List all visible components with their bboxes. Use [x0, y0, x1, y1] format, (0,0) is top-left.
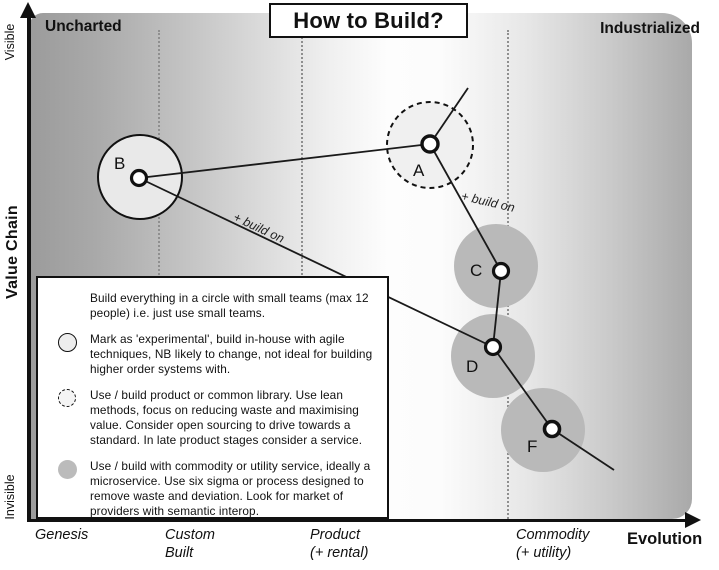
page-title: How to Build? [293, 7, 444, 33]
node-A-label: A [413, 161, 425, 180]
node-D-dot [483, 337, 503, 357]
stage-label-line: Genesis [35, 527, 89, 543]
visible-label: Visible [3, 23, 17, 61]
legend-icon-cell [44, 332, 90, 377]
edge-D-F [492, 346, 553, 430]
node-B-label: B [114, 154, 126, 173]
edge-A-stub [429, 87, 469, 145]
legend-item-text: Use / build with commodity or utility se… [90, 459, 371, 518]
node-F-dot [542, 419, 562, 439]
value-chain-axis [27, 16, 31, 521]
evolution-axis [27, 518, 687, 522]
dashed-circle-icon [58, 389, 76, 407]
node-dots [129, 134, 562, 439]
legend-item-product-library: Use / build product or common library. U… [44, 388, 379, 448]
region-label-industrialized: Industrialized [600, 20, 700, 37]
legend-icon-cell [44, 388, 90, 448]
node-F-label: F [527, 437, 538, 456]
legend-icon-cell [44, 291, 90, 321]
legend-item-experimental: Mark as 'experimental', build in-house w… [44, 332, 379, 377]
node-A-dot [420, 134, 440, 154]
stage-label-commodity: Commodity (+ utility) [516, 527, 589, 562]
stage-label-line: (+ rental) [310, 544, 369, 561]
legend-item-text: Use / build product or common library. U… [90, 388, 363, 447]
value-chain-label: Value Chain [4, 205, 21, 299]
legend-item-small-teams: Build everything in a circle with small … [44, 291, 379, 321]
invisible-label: Invisible [3, 474, 17, 520]
legend-item-text: Build everything in a circle with small … [90, 291, 369, 320]
node-C-dot [491, 261, 511, 281]
legend-box: Build everything in a circle with small … [36, 276, 389, 519]
stage-label-line: Commodity [516, 527, 590, 543]
legend-item-commodity-utility: Use / build with commodity or utility se… [44, 459, 379, 519]
edge-B-A [138, 143, 431, 179]
stage-label-line: Product [310, 527, 360, 543]
edge-F-stub [551, 428, 615, 471]
legend-icon-cell [44, 459, 90, 519]
title-box: How to Build? [269, 3, 468, 38]
stage-label-custom-built: Custom Built [165, 527, 215, 562]
node-D-label: D [466, 357, 479, 376]
stage-label-line: (+ utility) [516, 544, 572, 561]
experimental-circle-icon [57, 333, 77, 352]
legend-item-text: Mark as 'experimental', build in-house w… [90, 332, 373, 376]
node-C-label: C [470, 261, 483, 280]
stage-divider-custom-built [158, 30, 160, 519]
commodity-circle-icon [57, 460, 77, 479]
stage-label-product: Product (+ rental) [310, 527, 368, 562]
node-B-dot [129, 168, 149, 188]
edge-C-D [492, 270, 502, 348]
no-icon [58, 292, 77, 311]
stage-label-line: Custom [165, 527, 215, 543]
evolution-axis-arrowhead-icon [685, 512, 701, 528]
x-axis-title: Evolution [627, 530, 703, 548]
stage-label-line: Built [165, 544, 194, 561]
region-label-uncharted: Uncharted [45, 18, 122, 35]
edges [138, 87, 615, 471]
value-chain-axis-arrowhead-icon [20, 2, 36, 18]
edge-A-C [429, 143, 502, 272]
stage-label-genesis: Genesis [35, 527, 88, 545]
stage-divider-product [301, 30, 303, 519]
edge-B-D [138, 177, 494, 348]
